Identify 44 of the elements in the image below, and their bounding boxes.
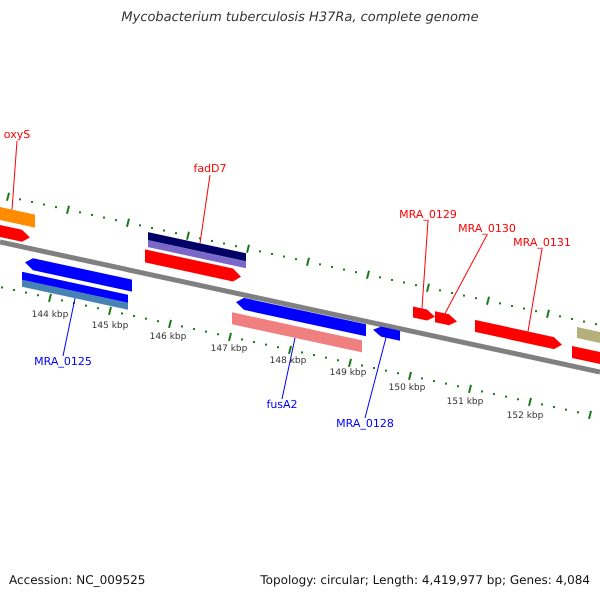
- leader-line: [200, 174, 210, 244]
- leader-line: [62, 298, 76, 356]
- scale-label: 144 kbp: [32, 311, 68, 321]
- gene-feature: [435, 311, 457, 326]
- gene-feature: [236, 298, 366, 336]
- footer-text: Topology: circular; Length: 4,419,977 bp; Genes: 4,084: [260, 574, 590, 588]
- gene-feature: [148, 232, 246, 262]
- gene-label: fadD7: [193, 162, 227, 176]
- gene-feature: [475, 320, 562, 350]
- gene-label: MRA_0130: [458, 222, 516, 236]
- leader-line: [282, 337, 296, 400]
- leader-line: [12, 140, 18, 210]
- gene-label: MRA_0129: [399, 208, 457, 222]
- scale-label: 148 kbp: [270, 357, 306, 367]
- gene-feature: [572, 346, 600, 364]
- gene-feature: [0, 225, 30, 242]
- gene-label: MRA_0128: [336, 418, 394, 430]
- gene-feature: [232, 312, 362, 352]
- leader-line: [528, 248, 542, 332]
- scale-label: 150 kbp: [388, 384, 426, 394]
- scale-label: 146 kbp: [150, 333, 186, 343]
- leader-line: [422, 220, 428, 309]
- title: Mycobacterium tuberculosis H37Ra, complete genome: [121, 10, 479, 26]
- scale-label: 147 kbp: [210, 345, 248, 355]
- gene-label: fusA2: [266, 398, 298, 412]
- gene-feature: [148, 240, 246, 268]
- gene-feature: [145, 249, 241, 282]
- gene-feature: [413, 306, 435, 320]
- gene-label: MRA_0125: [34, 356, 92, 368]
- footer-text: Accession: NC_009525: [9, 574, 146, 588]
- gene-feature: [22, 280, 128, 310]
- gene-feature: [25, 258, 132, 292]
- scale-label: 152 kbp: [506, 412, 544, 422]
- gene-label: MRA_0131: [513, 236, 571, 250]
- gene-feature: [0, 207, 35, 228]
- gene-feature: [577, 327, 600, 343]
- scale-label: 149 kbp: [330, 369, 366, 379]
- scale-label: 151 kbp: [446, 398, 484, 408]
- leader-line: [364, 337, 386, 418]
- gene-label: oxyS: [4, 128, 30, 142]
- scale-label: 145 kbp: [92, 322, 128, 332]
- gene-feature: [22, 272, 128, 303]
- gene-feature: [373, 326, 400, 341]
- leader-line: [444, 234, 488, 314]
